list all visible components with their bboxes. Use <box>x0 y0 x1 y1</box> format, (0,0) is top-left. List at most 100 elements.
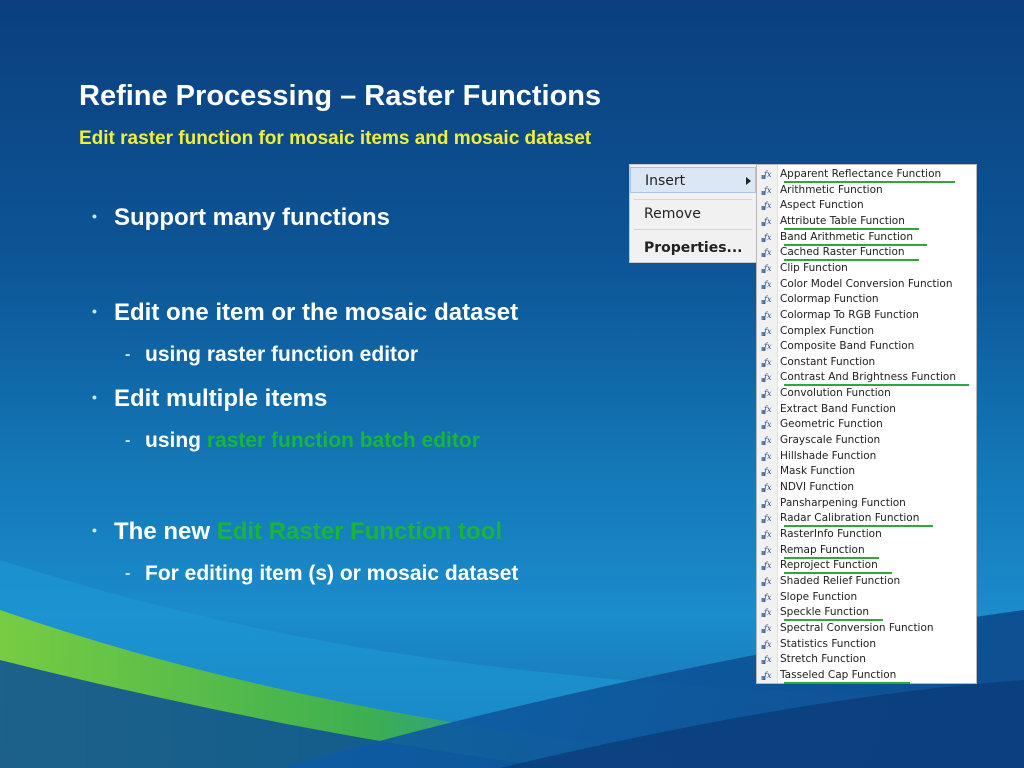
bullet-dot: • <box>92 522 97 538</box>
raster-function-icon: fx <box>761 593 772 602</box>
raster-function-icon: fx <box>761 640 772 649</box>
svg-text:fx: fx <box>763 280 772 289</box>
function-label: Remap Function <box>780 543 865 556</box>
subbullet-batch-editor: -using raster function batch editor <box>125 429 480 452</box>
dash-marker: - <box>125 346 131 363</box>
raster-function-icon: fx <box>761 295 772 305</box>
svg-text:fx: fx <box>763 452 772 461</box>
function-item[interactable]: fx Band Arithmetic Function <box>757 230 976 246</box>
function-item[interactable]: fx Extract Band Function <box>757 402 976 418</box>
highlight-underline <box>784 681 911 684</box>
svg-text:fx: fx <box>763 608 772 617</box>
function-item[interactable]: fx Color Model Conversion Function <box>757 277 976 293</box>
function-item[interactable]: fx Attribute Table Function <box>757 214 976 230</box>
function-item[interactable]: fx Arithmetic Function <box>757 183 976 199</box>
svg-text:fx: fx <box>763 186 772 195</box>
raster-function-icon: fx <box>761 217 772 226</box>
dash-marker: - <box>125 432 131 449</box>
raster-function-icon: fx <box>761 499 772 508</box>
raster-function-icon: fx <box>761 671 772 680</box>
function-item[interactable]: fx Tasseled Cap Function <box>757 668 976 684</box>
function-item[interactable]: fx Mask Function <box>757 464 976 480</box>
menu-item-insert[interactable]: Insert <box>630 167 756 193</box>
function-label: Arithmetic Function <box>780 183 883 196</box>
raster-function-icon: fx <box>761 655 772 665</box>
bullet-dot: • <box>92 389 97 405</box>
svg-text:fx: fx <box>763 436 772 445</box>
svg-text:fx: fx <box>763 593 772 602</box>
subbullet-editing-items: -For editing item (s) or mosaic dataset <box>125 562 519 585</box>
bullet-dot: • <box>92 208 97 224</box>
slide-title: Refine Processing – Raster Functions <box>79 80 602 112</box>
highlight-underline <box>784 572 892 575</box>
raster-function-icon: fx <box>761 624 772 633</box>
menu-separator <box>634 199 752 200</box>
svg-text:fx: fx <box>763 327 772 336</box>
function-label: Extract Band Function <box>780 402 896 415</box>
svg-text:fx: fx <box>763 405 772 414</box>
raster-function-icon: fx <box>761 248 772 258</box>
dash-marker: - <box>125 565 131 582</box>
raster-function-icon: fx <box>761 483 772 492</box>
svg-text:fx: fx <box>763 561 772 570</box>
function-label: Geometric Function <box>780 418 883 431</box>
raster-function-icon: fx <box>761 577 772 586</box>
raster-function-icon: fx <box>761 530 772 539</box>
highlight-underline <box>784 384 969 387</box>
svg-text:fx: fx <box>763 577 772 586</box>
function-label: Attribute Table Function <box>780 214 905 227</box>
svg-text:fx: fx <box>763 467 772 476</box>
function-item[interactable]: fx Colormap Function <box>757 292 976 308</box>
function-label: Tasseled Cap Function <box>780 668 897 681</box>
menu-item-properties[interactable]: Properties... <box>644 240 743 256</box>
function-label: Band Arithmetic Function <box>780 230 913 243</box>
menu-separator <box>634 229 752 230</box>
bullet-support-functions: •Support many functions <box>92 204 390 231</box>
svg-text:fx: fx <box>763 217 772 226</box>
function-item[interactable]: fx Spectral Conversion Function <box>757 621 976 637</box>
function-label: Colormap Function <box>780 293 879 306</box>
function-label: Mask Function <box>780 465 856 478</box>
raster-function-icon: fx <box>761 514 772 524</box>
highlight-underline <box>784 181 956 183</box>
highlight-underline <box>784 259 919 262</box>
menu-item-remove[interactable]: Remove <box>644 206 701 222</box>
function-item[interactable]: fx Contrast And Brightness Function <box>757 370 976 387</box>
svg-text:fx: fx <box>763 201 772 210</box>
raster-function-icon: fx <box>761 233 772 242</box>
svg-text:fx: fx <box>763 483 772 492</box>
batch-editor-highlight: raster function batch editor <box>206 429 480 452</box>
context-menu: Insert Remove Properties... <box>629 164 757 263</box>
function-label: Spectral Conversion Function <box>780 621 934 634</box>
svg-text:fx: fx <box>763 342 772 351</box>
function-label: Color Model Conversion Function <box>780 277 953 290</box>
svg-text:fx: fx <box>763 499 772 508</box>
raster-function-icon: fx <box>761 608 772 618</box>
function-label: Contrast And Brightness Function <box>780 371 956 384</box>
raster-function-icon: fx <box>761 373 772 383</box>
raster-function-icon: fx <box>761 358 772 367</box>
